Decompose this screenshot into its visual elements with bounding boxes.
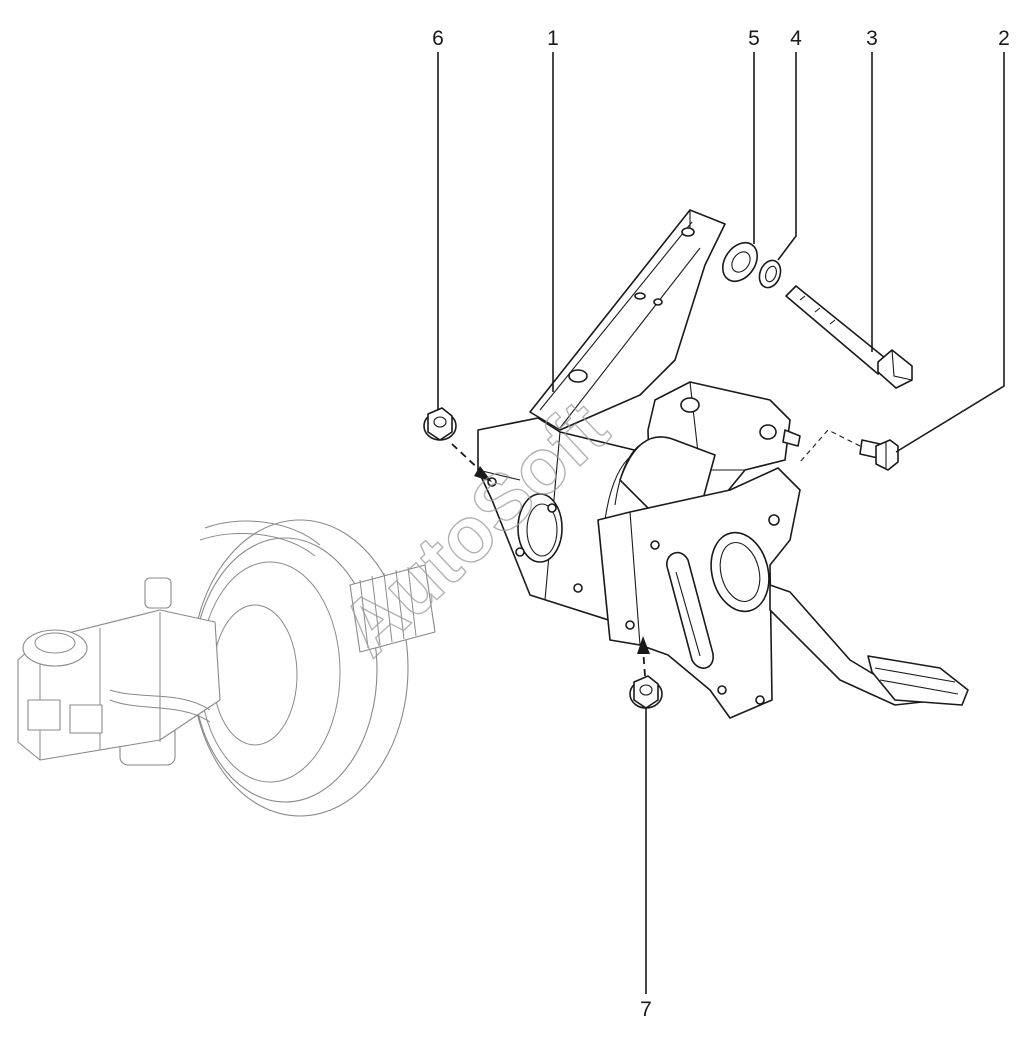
flat-washer <box>721 241 759 283</box>
brake-booster-assembly <box>17 519 436 817</box>
callout-7: 7 <box>640 998 652 1021</box>
callout-1: 1 <box>547 27 559 50</box>
callout-labels: 6 1 5 4 3 2 7 <box>432 27 1010 1021</box>
spring-washer <box>758 259 782 289</box>
arrow-head-upper <box>474 466 492 482</box>
callout-3: 3 <box>866 27 878 50</box>
leader-lines <box>437 52 1005 994</box>
leader-2 <box>895 52 1005 453</box>
flange-nut-lower <box>629 675 663 709</box>
callout-6: 6 <box>432 27 444 50</box>
callout-5: 5 <box>748 27 760 50</box>
small-bolt <box>859 439 899 471</box>
long-bolt <box>785 285 913 389</box>
assembly-arrows <box>451 429 861 677</box>
flange-nut-upper <box>423 407 457 441</box>
callout-4: 4 <box>790 27 802 50</box>
leader-4 <box>777 52 797 261</box>
callout-2: 2 <box>998 27 1010 50</box>
arrow-head-lower <box>637 636 650 654</box>
pedal-bracket <box>477 209 969 719</box>
